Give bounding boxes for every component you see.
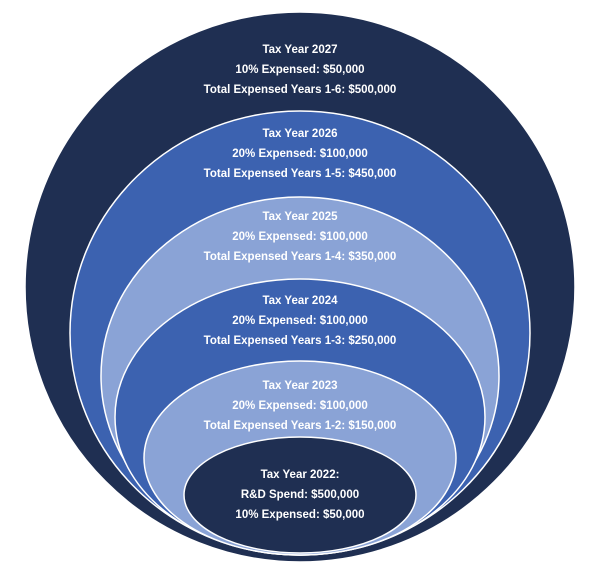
ring-2025-expensed: 20% Expensed: $100,000 bbox=[232, 231, 368, 243]
ring-2027-expensed: 10% Expensed: $50,000 bbox=[235, 64, 364, 76]
ring-2025-total: Total Expensed Years 1-4: $350,000 bbox=[204, 251, 397, 263]
ring-2022-rd-spend: R&D Spend: $500,000 bbox=[241, 489, 359, 501]
ring-2025-title: Tax Year 2025 bbox=[262, 211, 338, 223]
ring-2024-expensed: 20% Expensed: $100,000 bbox=[232, 315, 368, 327]
ring-tax-year-2022 bbox=[183, 436, 417, 554]
ring-2023-title: Tax Year 2023 bbox=[262, 380, 337, 392]
ring-2027-total: Total Expensed Years 1-6: $500,000 bbox=[204, 84, 397, 96]
ring-2026-expensed: 20% Expensed: $100,000 bbox=[232, 148, 368, 160]
ring-2026-total: Total Expensed Years 1-5: $450,000 bbox=[204, 168, 397, 180]
ring-2027-title: Tax Year 2027 bbox=[262, 44, 337, 56]
ring-2024-title: Tax Year 2024 bbox=[262, 295, 338, 307]
ring-2026-title: Tax Year 2026 bbox=[262, 128, 337, 140]
ring-2023-expensed: 20% Expensed: $100,000 bbox=[232, 400, 368, 412]
ring-2022-expensed: 10% Expensed: $50,000 bbox=[235, 509, 364, 521]
ring-2023-total: Total Expensed Years 1-2: $150,000 bbox=[204, 420, 397, 432]
ring-2022-title: Tax Year 2022: bbox=[261, 469, 340, 481]
ring-2024-total: Total Expensed Years 1-3: $250,000 bbox=[204, 335, 397, 347]
